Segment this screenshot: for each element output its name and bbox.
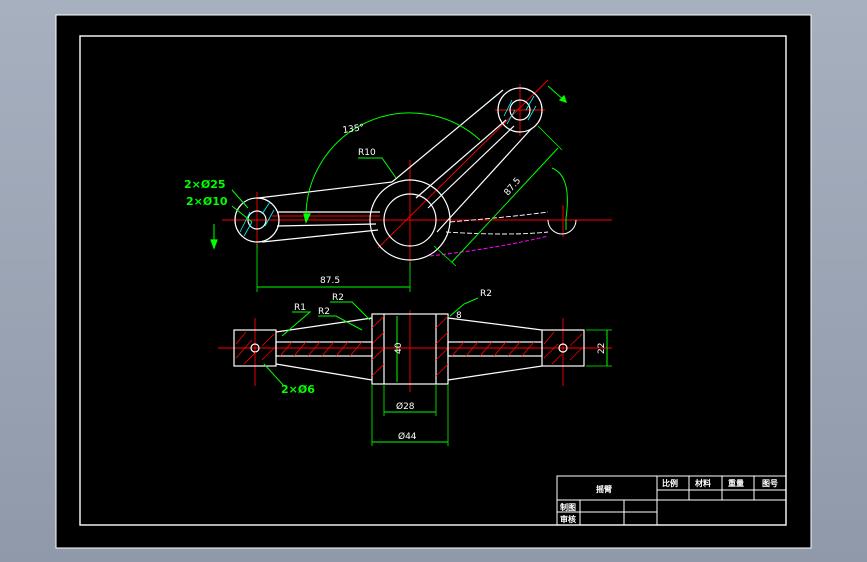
section-view bbox=[218, 297, 612, 446]
title-block bbox=[556, 475, 787, 526]
hole-10-label: 2×Ø10 bbox=[186, 195, 228, 208]
long-arm-rib-upper bbox=[415, 119, 507, 199]
rotated-arm-phantom-lower bbox=[445, 231, 549, 235]
rotated-arm-phantom-upper bbox=[449, 211, 549, 223]
long-arm-lower-edge bbox=[436, 127, 533, 233]
right-arm-web-hatch bbox=[451, 341, 535, 357]
hub-section-hatch bbox=[371, 315, 449, 377]
view-arrow-left-head bbox=[210, 239, 218, 250]
part-name: 摇臂 bbox=[596, 484, 612, 494]
left-boss-inner-circle bbox=[247, 210, 267, 230]
hole-10-leader bbox=[231, 205, 253, 223]
right-arm-web bbox=[447, 341, 543, 357]
hole-25-leader bbox=[231, 189, 249, 209]
left-arm-taper-bottom bbox=[275, 363, 373, 381]
left-boss-outer-circle bbox=[234, 197, 280, 243]
angle-135-arc bbox=[305, 112, 481, 221]
short-arm-bottom-edge bbox=[261, 229, 379, 243]
drawn-label: 制图 bbox=[560, 502, 576, 512]
long-arm-upper-edge bbox=[391, 89, 504, 183]
material-label: 材料 bbox=[695, 478, 711, 488]
r2-left-leader-b bbox=[318, 315, 363, 331]
r2-left-a-label: R2 bbox=[332, 293, 344, 303]
left-arm-web bbox=[275, 341, 373, 357]
aligned-extension-line-2 bbox=[433, 245, 457, 267]
r2-right-leader bbox=[449, 297, 479, 317]
r2-left-leader bbox=[330, 301, 371, 321]
r1-leader bbox=[281, 311, 312, 337]
front-view bbox=[210, 79, 612, 292]
left-arm-web-hatch bbox=[279, 341, 363, 357]
r2-right-label: R2 bbox=[480, 289, 492, 299]
dim-8-label: 8 bbox=[456, 311, 462, 321]
hub-outer-circle bbox=[369, 179, 451, 261]
title-block-text: 摇臂 比例 材料 重量 图号 制图 审核 bbox=[560, 478, 778, 524]
drawing-no-label: 图号 bbox=[762, 479, 778, 488]
hole-6-label: 2×Ø6 bbox=[281, 383, 315, 396]
right-arm-taper-top bbox=[447, 317, 543, 331]
long-arm-rib-lower bbox=[427, 125, 515, 209]
dim-44-label: Ø44 bbox=[398, 431, 417, 442]
r2-left-b-label: R2 bbox=[318, 307, 330, 317]
left-arm-taper-top bbox=[275, 317, 373, 333]
r10-label: R10 bbox=[358, 148, 376, 158]
annotation-labels: 135° R10 2×Ø25 2×Ø10 87.5 87.5 R1 R2 R2 … bbox=[184, 123, 607, 442]
right-arm-taper-bottom bbox=[447, 365, 543, 381]
short-arm-top-edge bbox=[257, 181, 393, 199]
left-boss-section-hole bbox=[250, 343, 260, 353]
r10-leader bbox=[358, 157, 397, 179]
right-boss-outer-circle bbox=[497, 87, 543, 133]
right-boss-hatch bbox=[503, 95, 537, 125]
rotated-arm-hidden-outline bbox=[429, 235, 549, 257]
rotated-boss-arc bbox=[547, 219, 577, 235]
rotation-guide-line bbox=[551, 167, 568, 230]
direction-arrow-head bbox=[558, 94, 567, 103]
hole-6-leader bbox=[263, 363, 285, 387]
right-boss-section-hole bbox=[558, 343, 568, 353]
drawing-border-frame bbox=[79, 35, 787, 526]
angle-label: 135° bbox=[342, 123, 365, 136]
hole-25-label: 2×Ø25 bbox=[184, 178, 226, 191]
left-boss-hatch bbox=[239, 201, 275, 237]
r1-label: R1 bbox=[294, 303, 306, 313]
hub-inner-circle bbox=[383, 193, 437, 247]
right-boss-section-hatch bbox=[543, 331, 583, 365]
dim-87-5-horizontal-label: 87.5 bbox=[320, 276, 340, 286]
weight-label: 重量 bbox=[728, 478, 744, 488]
short-arm-rib-bottom bbox=[276, 223, 377, 227]
dim-22-label: 22 bbox=[597, 343, 607, 354]
right-boss-inner-circle bbox=[509, 99, 531, 121]
aligned-dimension-line bbox=[451, 147, 559, 263]
dim-40-label: 40 bbox=[394, 342, 404, 354]
drawing-sheet bbox=[55, 14, 812, 549]
left-boss-section-hatch bbox=[235, 331, 275, 365]
angle-arrow bbox=[303, 213, 311, 224]
scale-label: 比例 bbox=[662, 478, 678, 488]
checked-label: 审核 bbox=[560, 514, 576, 524]
dim-28-label: Ø28 bbox=[396, 401, 415, 412]
aligned-extension-line bbox=[537, 125, 563, 151]
